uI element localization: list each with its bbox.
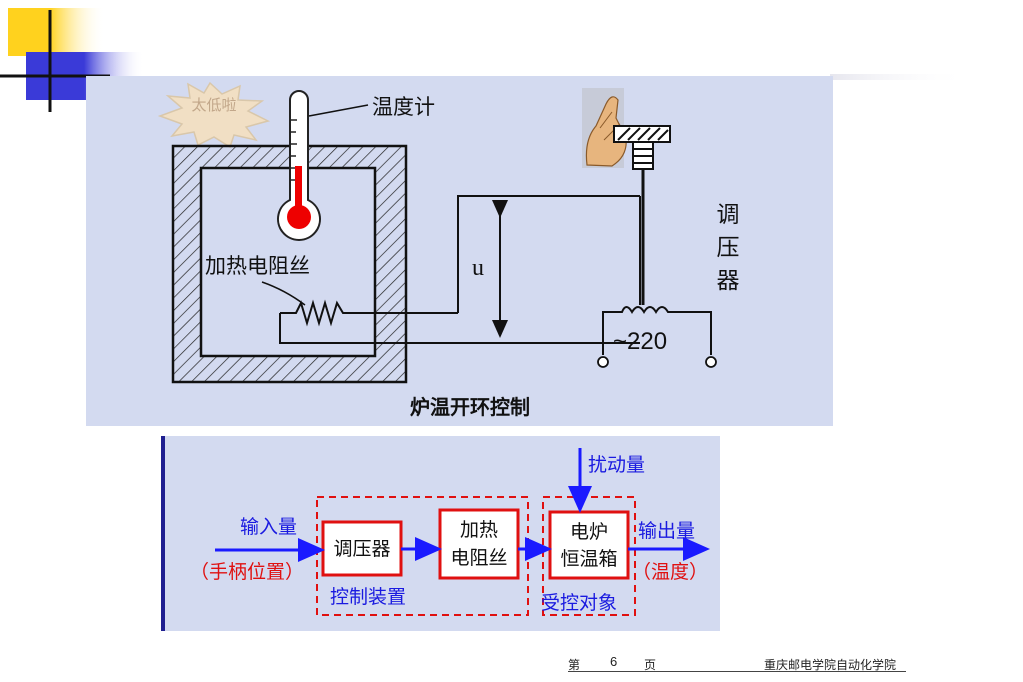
voltage-label: u	[472, 255, 484, 281]
block-diagram: 调压器 加热 电阻丝 电炉 恒温箱 扰动量 输入量 （手柄位置） 输出量 （温度…	[161, 436, 720, 631]
output-note: （温度）	[632, 561, 708, 583]
diagram-caption: 炉温开环控制	[410, 395, 530, 419]
footer-page-prefix: 第	[568, 658, 581, 672]
deco-yellow-square	[8, 8, 50, 56]
input-label: 输入量	[240, 516, 297, 538]
regulator-handle-icon[interactable]	[613, 125, 671, 305]
hand-icon	[582, 88, 627, 168]
regulator-label-3: 器	[717, 267, 740, 293]
source-voltage-label: ~220	[613, 328, 667, 355]
thermometer-icon	[277, 90, 321, 241]
output-label: 输出量	[638, 520, 695, 542]
controlled-object-label: 受控对象	[541, 592, 617, 614]
thermometer-label: 温度计	[372, 96, 435, 119]
heater-block-label-2: 电阻丝	[450, 547, 507, 569]
footer-underline	[568, 671, 906, 672]
resistor-icon	[279, 299, 640, 344]
heater-label: 加热电阻丝	[205, 255, 310, 278]
too-low-star: 太低啦	[157, 81, 271, 149]
input-note: （手柄位置）	[190, 561, 304, 583]
control-device-label: 控制装置	[330, 586, 406, 608]
heater-block-label-1: 加热	[460, 519, 498, 541]
transformer-coil-icon	[597, 306, 717, 368]
regulator-label-2: 压	[717, 234, 740, 260]
footer: 第 6 页 重庆邮电学院自动化学院	[568, 654, 908, 674]
disturbance-label: 扰动量	[588, 454, 645, 476]
star-label: 太低啦	[191, 97, 236, 114]
footer-institution: 重庆邮电学院自动化学院	[764, 658, 897, 672]
heater-block	[438, 508, 520, 580]
furnace-block-label-1: 电炉	[570, 521, 608, 543]
footer-page-suffix: 页	[644, 658, 657, 672]
furnace-block-label-2: 恒温箱	[560, 548, 617, 570]
regulator-label-1: 调	[717, 201, 740, 227]
furnace-diagram: 太低啦 温度计 加热电阻丝	[86, 76, 833, 426]
furnace-box	[171, 144, 408, 384]
regulator-block-label: 调压器	[333, 538, 390, 560]
footer-page-number: 6	[610, 654, 618, 669]
